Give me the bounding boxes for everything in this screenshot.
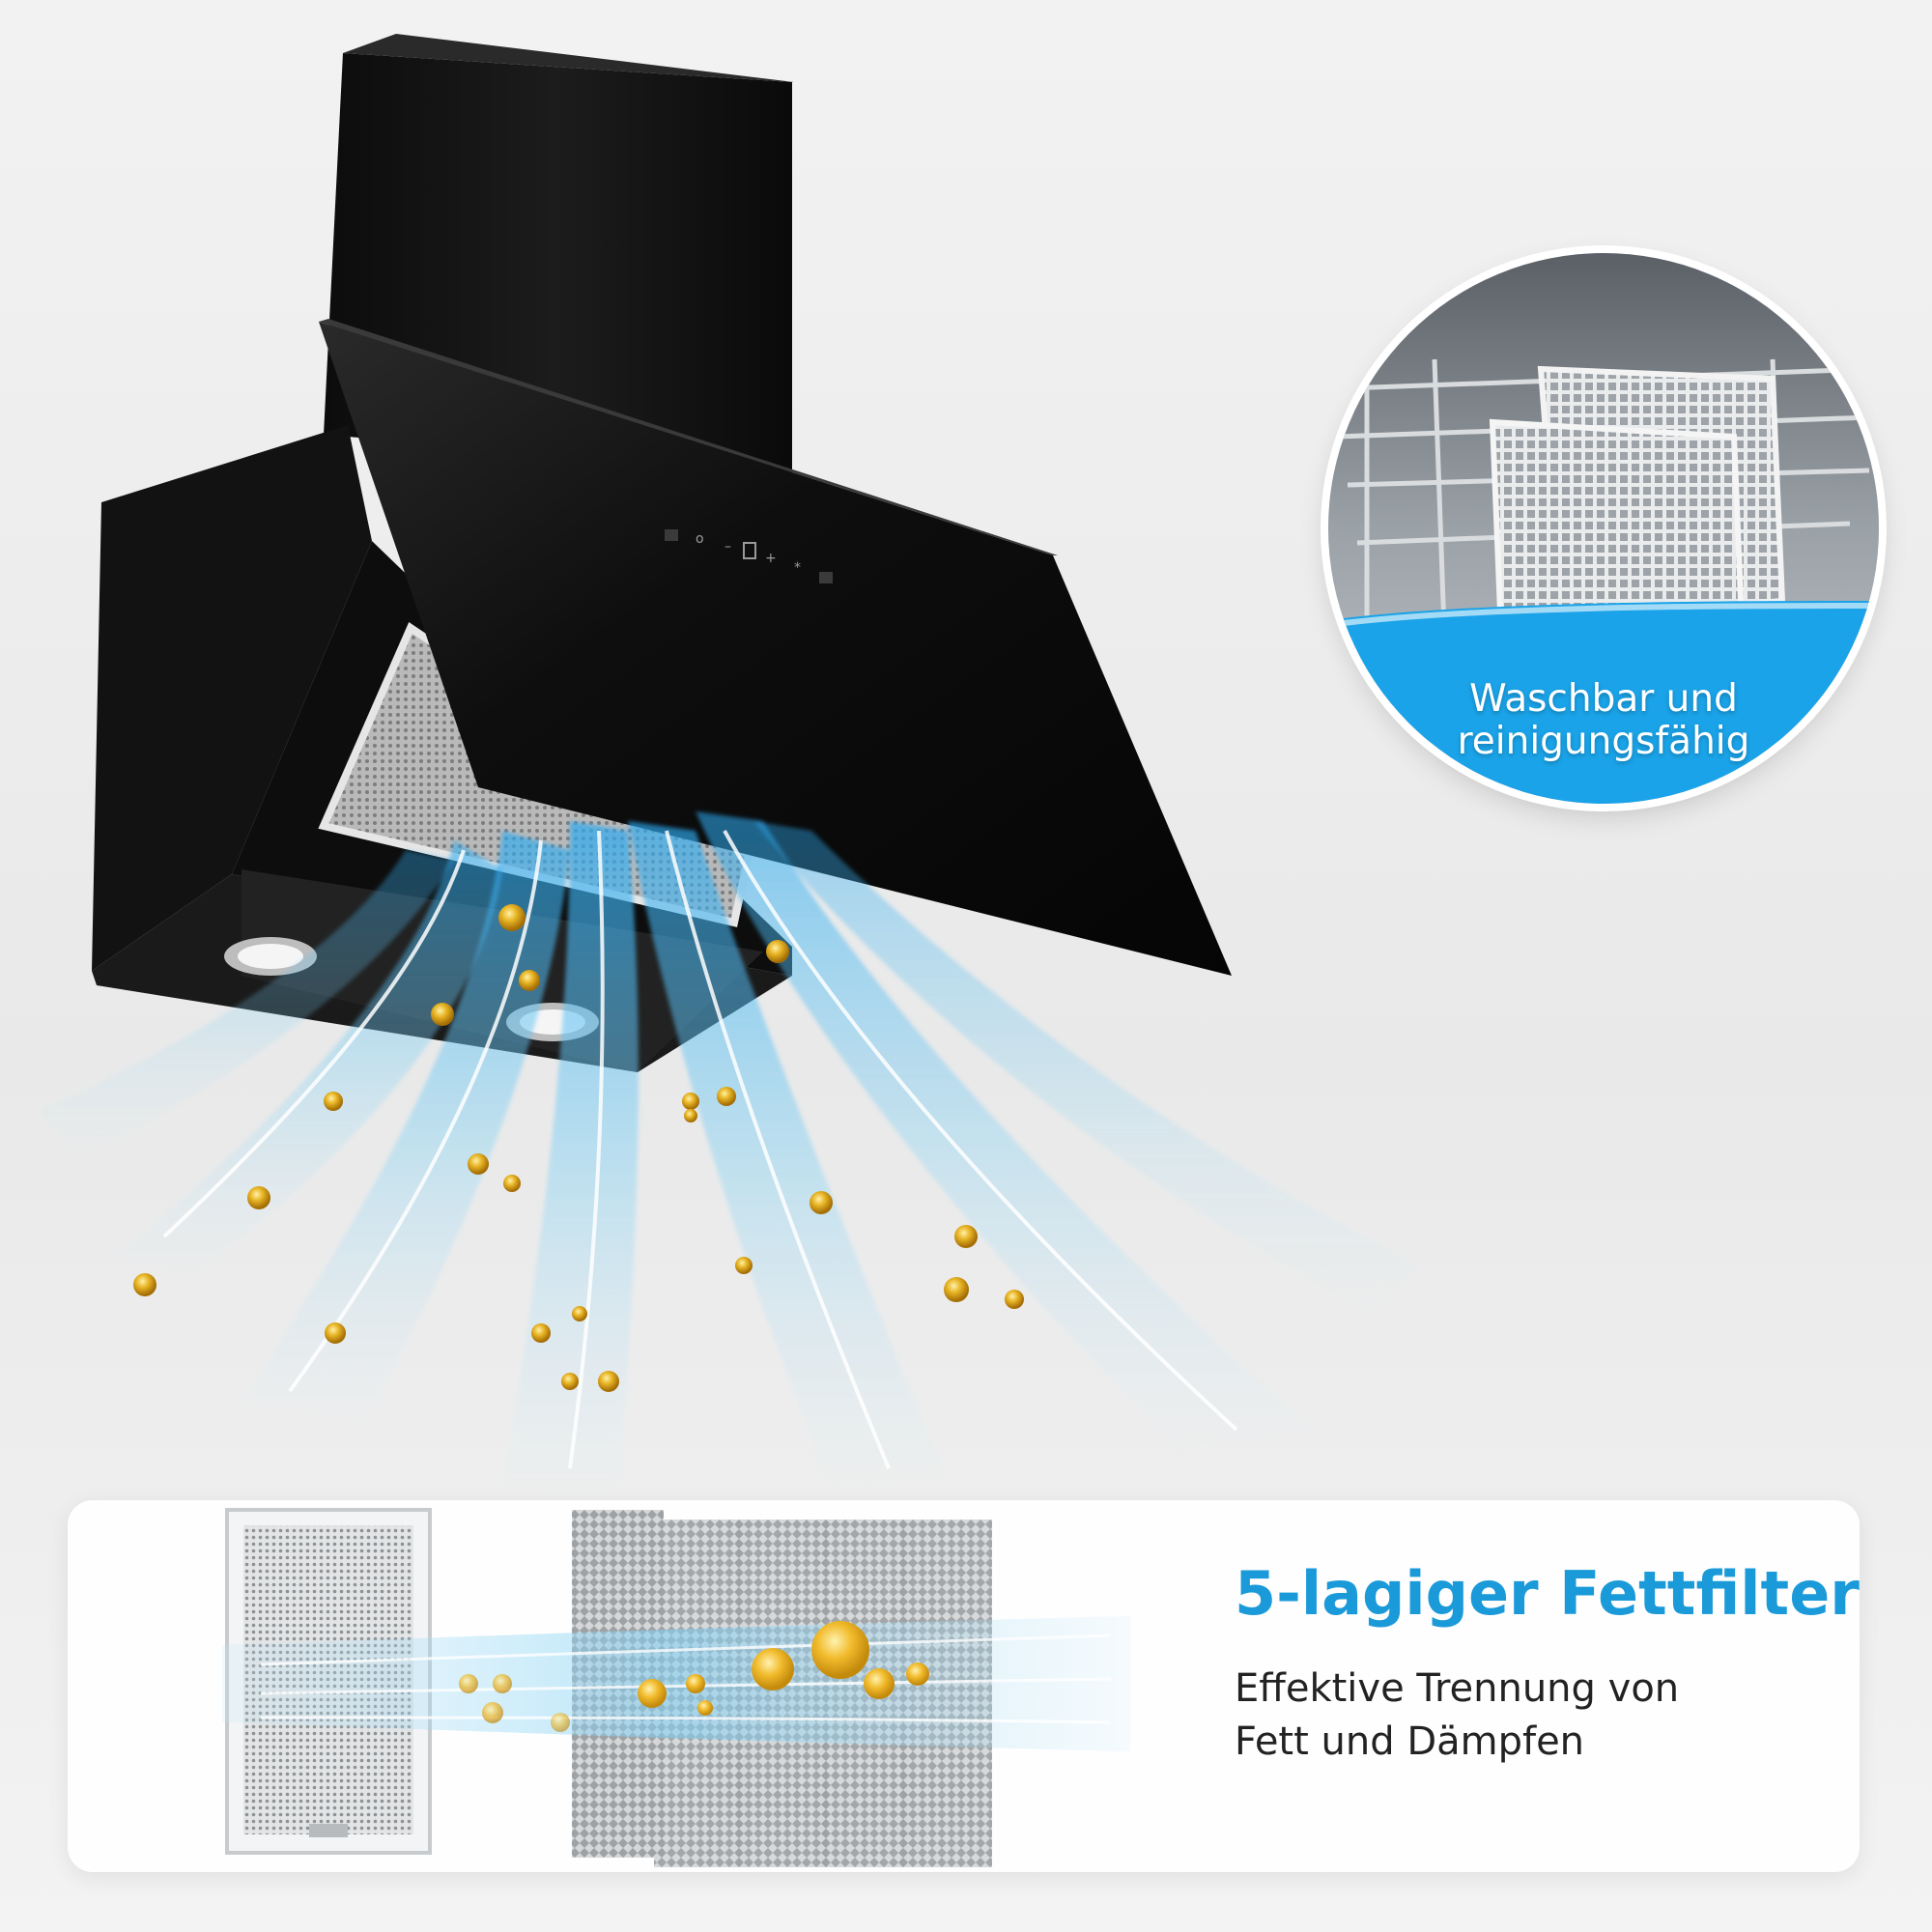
feature-panel: 5-lagiger Fettfilter Effektive Trennung …	[68, 1500, 1860, 1872]
feature-description: Effektive Trennung von Fett und Dämpfen	[1235, 1662, 1833, 1769]
filter-layers-illustration	[222, 1508, 1130, 1867]
airflow-highlights	[162, 830, 1238, 1469]
badge-caption: Waschbar und reinigungsfähig	[1328, 678, 1879, 763]
feature-description-line1: Effektive Trennung von	[1235, 1666, 1680, 1711]
glass-panel: o – + *	[319, 319, 1232, 976]
svg-text:*: *	[794, 560, 801, 576]
svg-text:–: –	[724, 539, 731, 554]
range-hood-scene: o – + *	[39, 34, 1420, 1492]
dishwasher-badge: Waschbar und reinigungsfähig	[1328, 253, 1879, 804]
badge-caption-line1: Waschbar und	[1469, 677, 1738, 721]
feature-description-line2: Fett und Dämpfen	[1235, 1719, 1585, 1764]
airflow-streams	[39, 811, 1420, 1492]
dishwasher-basket-photo	[1328, 253, 1879, 804]
svg-text:+: +	[765, 551, 777, 566]
badge-caption-line2: reinigungsfähig	[1457, 720, 1750, 763]
feature-title: 5-lagiger Fettfilter	[1235, 1558, 1860, 1629]
svg-text:o: o	[696, 531, 704, 547]
grease-droplets	[133, 904, 1024, 1392]
